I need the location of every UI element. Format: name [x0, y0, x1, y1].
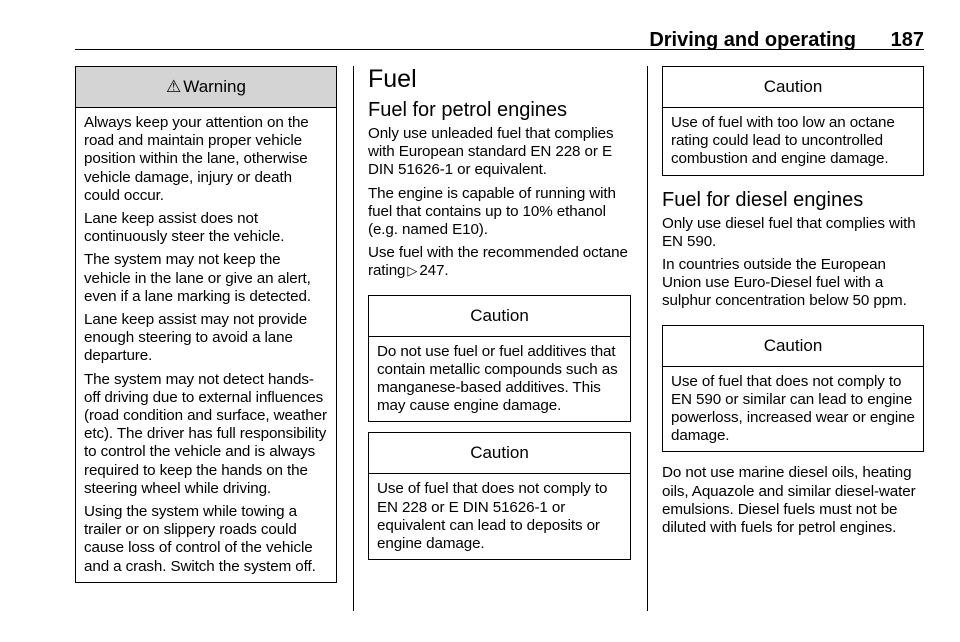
caution-text: Use of fuel with too low an octane ratin… [671, 114, 895, 168]
caution-box: Caution Use of fuel that does not comply… [662, 324, 924, 453]
caution-text: Use of fuel that does not comply to EN 2… [377, 480, 608, 553]
caution-box-header: Caution [663, 326, 923, 367]
subsection-title-petrol: Fuel for petrol engines [368, 99, 568, 121]
page-reference-link[interactable]: 247. [419, 262, 449, 280]
caution-box-body: Use of fuel that does not comply to EN 5… [663, 367, 923, 452]
body-paragraph: The engine is capable of running with fu… [368, 184, 616, 239]
warning-box-body: Always keep your attention on the road a… [76, 108, 336, 582]
warning-box-header: ⚠ Warning [76, 67, 336, 108]
warning-paragraph: Using the system while towing a trailer … [84, 503, 316, 575]
caution-text: Use of fuel that does not comply to EN 5… [671, 372, 915, 445]
page-reference-icon: ▷ [407, 263, 418, 279]
warning-paragraph: Always keep your attention on the road a… [84, 114, 309, 204]
column-right: Caution Use of fuel with too low an octa… [662, 66, 924, 537]
warning-paragraph: Lane keep assist does not continuously s… [84, 210, 285, 246]
warning-triangle-icon: ⚠ [166, 77, 182, 96]
caution-box-body: Use of fuel with too low an octane ratin… [663, 108, 923, 175]
caution-box-header: Caution [663, 67, 923, 108]
caution-box-header: Caution [369, 433, 630, 475]
caution-box-body: Use of fuel that does not comply to EN 2… [369, 474, 630, 559]
caution-box-header: Caution [369, 296, 630, 337]
octane-text: Use fuel with the recommended octane rat… [368, 244, 628, 280]
caution-box: Caution Use of fuel with too low an octa… [662, 66, 924, 176]
column-middle: Fuel Fuel for petrol engines Only use un… [368, 65, 631, 561]
column-divider-2 [647, 66, 648, 611]
warning-box: ⚠ Warning Always keep your attention on … [75, 66, 337, 583]
subsection-title-diesel: Fuel for diesel engines [662, 188, 864, 211]
body-paragraph: Only use unleaded fuel that complies wit… [368, 125, 614, 179]
column-left: ⚠ Warning Always keep your attention on … [75, 66, 337, 583]
warning-paragraph: The system may not keep the vehicle in t… [84, 251, 311, 305]
header-divider [75, 49, 924, 50]
body-paragraph: In countries outside the European Union … [662, 256, 907, 310]
caution-box: Caution Do not use fuel or fuel additive… [368, 294, 631, 423]
page-number: 187 [890, 29, 924, 51]
section-title-fuel: Fuel [368, 65, 417, 93]
caution-box: Caution Use of fuel that does not comply… [368, 432, 631, 561]
caution-box-body: Do not use fuel or fuel additives that c… [369, 337, 630, 422]
column-divider-1 [353, 66, 354, 611]
caution-text: Do not use fuel or fuel additives that c… [377, 342, 618, 415]
running-header-title: Driving and operating [649, 29, 856, 51]
warning-paragraph: The system may not detect hands-off driv… [84, 370, 327, 497]
octane-reference-paragraph: Use fuel with the recommended octane rat… [368, 244, 631, 280]
body-paragraph: Only use diesel fuel that complies with … [662, 214, 916, 250]
closing-paragraph: Do not use marine diesel oils, heating o… [662, 464, 916, 537]
warning-title: Warning [183, 77, 246, 96]
warning-paragraph: Lane keep assist may not provide enough … [84, 311, 308, 365]
